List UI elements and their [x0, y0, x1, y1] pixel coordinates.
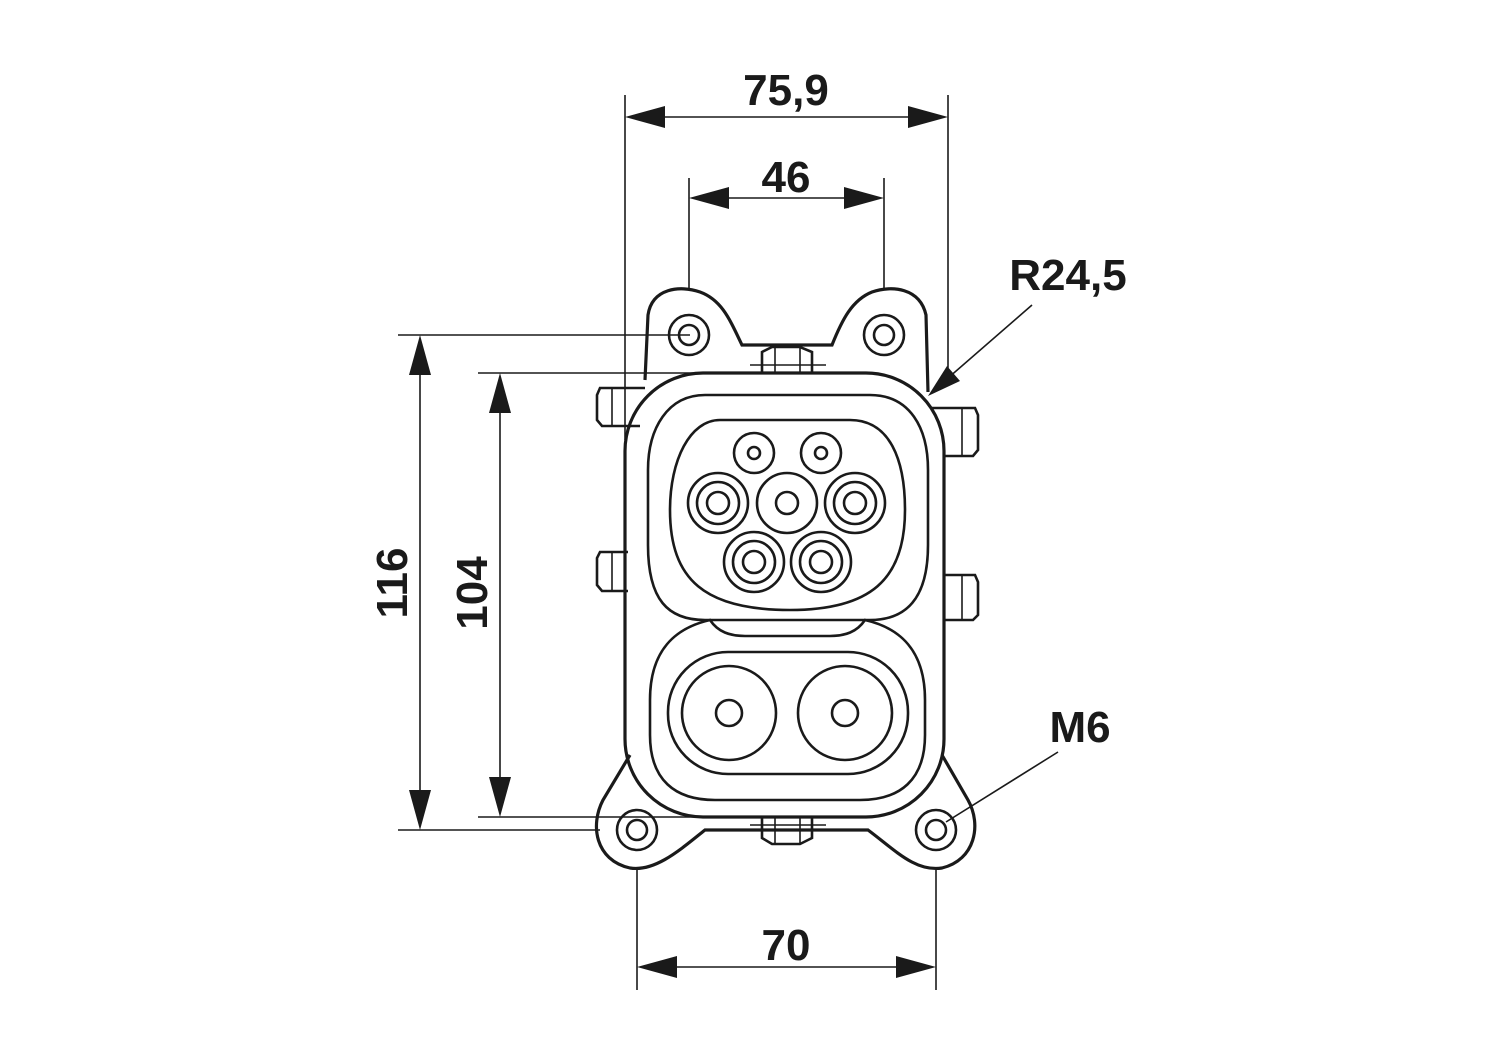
arrowhead-right	[908, 106, 948, 128]
pin-small-right-outer	[799, 431, 843, 475]
dc-pin-left-inner	[714, 698, 744, 728]
pin-l2-outer	[823, 471, 887, 535]
housing	[623, 371, 946, 819]
clips	[750, 345, 826, 846]
ac-inlet-outer	[646, 393, 930, 622]
top-clip	[760, 345, 814, 372]
dimension-overall-width: 75,9	[625, 66, 948, 128]
latch-right-bottom	[944, 573, 980, 622]
pin-small-right-inner	[813, 445, 829, 461]
latch-right-top	[930, 406, 980, 458]
dimension-body-height: 104	[448, 373, 511, 817]
arrowhead-leader	[928, 366, 960, 396]
pin-n-mid	[798, 539, 844, 585]
dimension-label-bottom-hole-spacing: 70	[762, 921, 811, 970]
mounting-hole-top-right	[872, 323, 896, 347]
pin-l1-inner	[705, 490, 731, 516]
pin-l2-mid	[832, 480, 878, 526]
mounting-hole-top-right-ring	[862, 313, 906, 357]
pin-l1-mid	[695, 480, 741, 526]
connector-outline	[594, 287, 977, 871]
mounting-hole-bottom-right-ring	[914, 808, 958, 852]
dc-inlet-face	[666, 650, 910, 776]
corner-radius-label: R24,5	[1009, 251, 1126, 300]
pin-n-outer	[789, 530, 853, 594]
bottom-clip	[760, 817, 814, 846]
mounting-holes	[615, 313, 958, 852]
arrowhead-bottom	[489, 777, 511, 817]
thread-label: M6	[1049, 703, 1110, 752]
arrowhead-left	[637, 956, 677, 978]
dimension-label-overall-height: 116	[368, 548, 417, 619]
bottom-flange	[594, 754, 977, 871]
leader-thread: M6	[945, 703, 1111, 823]
top-flange	[643, 287, 930, 393]
arrowhead-right	[896, 956, 936, 978]
arrowhead-right	[844, 187, 884, 209]
dimension-top-hole-spacing: 46	[689, 153, 884, 209]
ac-pins	[686, 431, 887, 594]
arrowhead-top	[409, 335, 431, 375]
arrowhead-bottom	[409, 790, 431, 830]
pin-l3-mid	[731, 539, 777, 585]
mounting-hole-top-left-ring	[667, 313, 711, 357]
dc-pins	[680, 664, 894, 762]
pin-n-inner	[808, 549, 834, 575]
arrowhead-left	[625, 106, 665, 128]
side-latches	[595, 386, 980, 622]
dc-pin-right-outer	[796, 664, 894, 762]
arrowhead-left	[689, 187, 729, 209]
arrowhead-top	[489, 373, 511, 413]
dimension-label-top-hole-spacing: 46	[762, 153, 811, 202]
pin-l3-outer	[722, 530, 786, 594]
extension-lines	[398, 95, 949, 990]
pin-small-left-inner	[746, 445, 762, 461]
latch-left-bottom	[595, 550, 628, 593]
dc-inlet-outer	[648, 618, 927, 802]
dimension-label-body-height: 104	[448, 556, 497, 630]
pin-l3-inner	[741, 549, 767, 575]
dimension-overall-height: 116	[368, 335, 431, 830]
latch-left-top	[595, 386, 645, 428]
dimension-label-overall-width: 75,9	[743, 66, 829, 115]
mounting-hole-bottom-left	[625, 818, 649, 842]
dc-pin-right-inner	[830, 698, 860, 728]
pin-small-left-outer	[732, 431, 776, 475]
pin-pe-outer	[755, 471, 819, 535]
mounting-hole-bottom-left-ring	[615, 808, 659, 852]
mounting-hole-top-left	[677, 323, 701, 347]
leader-corner-radius: R24,5	[928, 251, 1127, 396]
pin-l2-inner	[842, 490, 868, 516]
pin-l1-outer	[686, 471, 750, 535]
pin-pe-inner	[774, 490, 800, 516]
dimension-bottom-hole-spacing: 70	[637, 921, 936, 978]
dc-pin-left-outer	[680, 664, 778, 762]
mounting-hole-bottom-right	[924, 818, 948, 842]
ac-inlet-face	[668, 418, 907, 612]
